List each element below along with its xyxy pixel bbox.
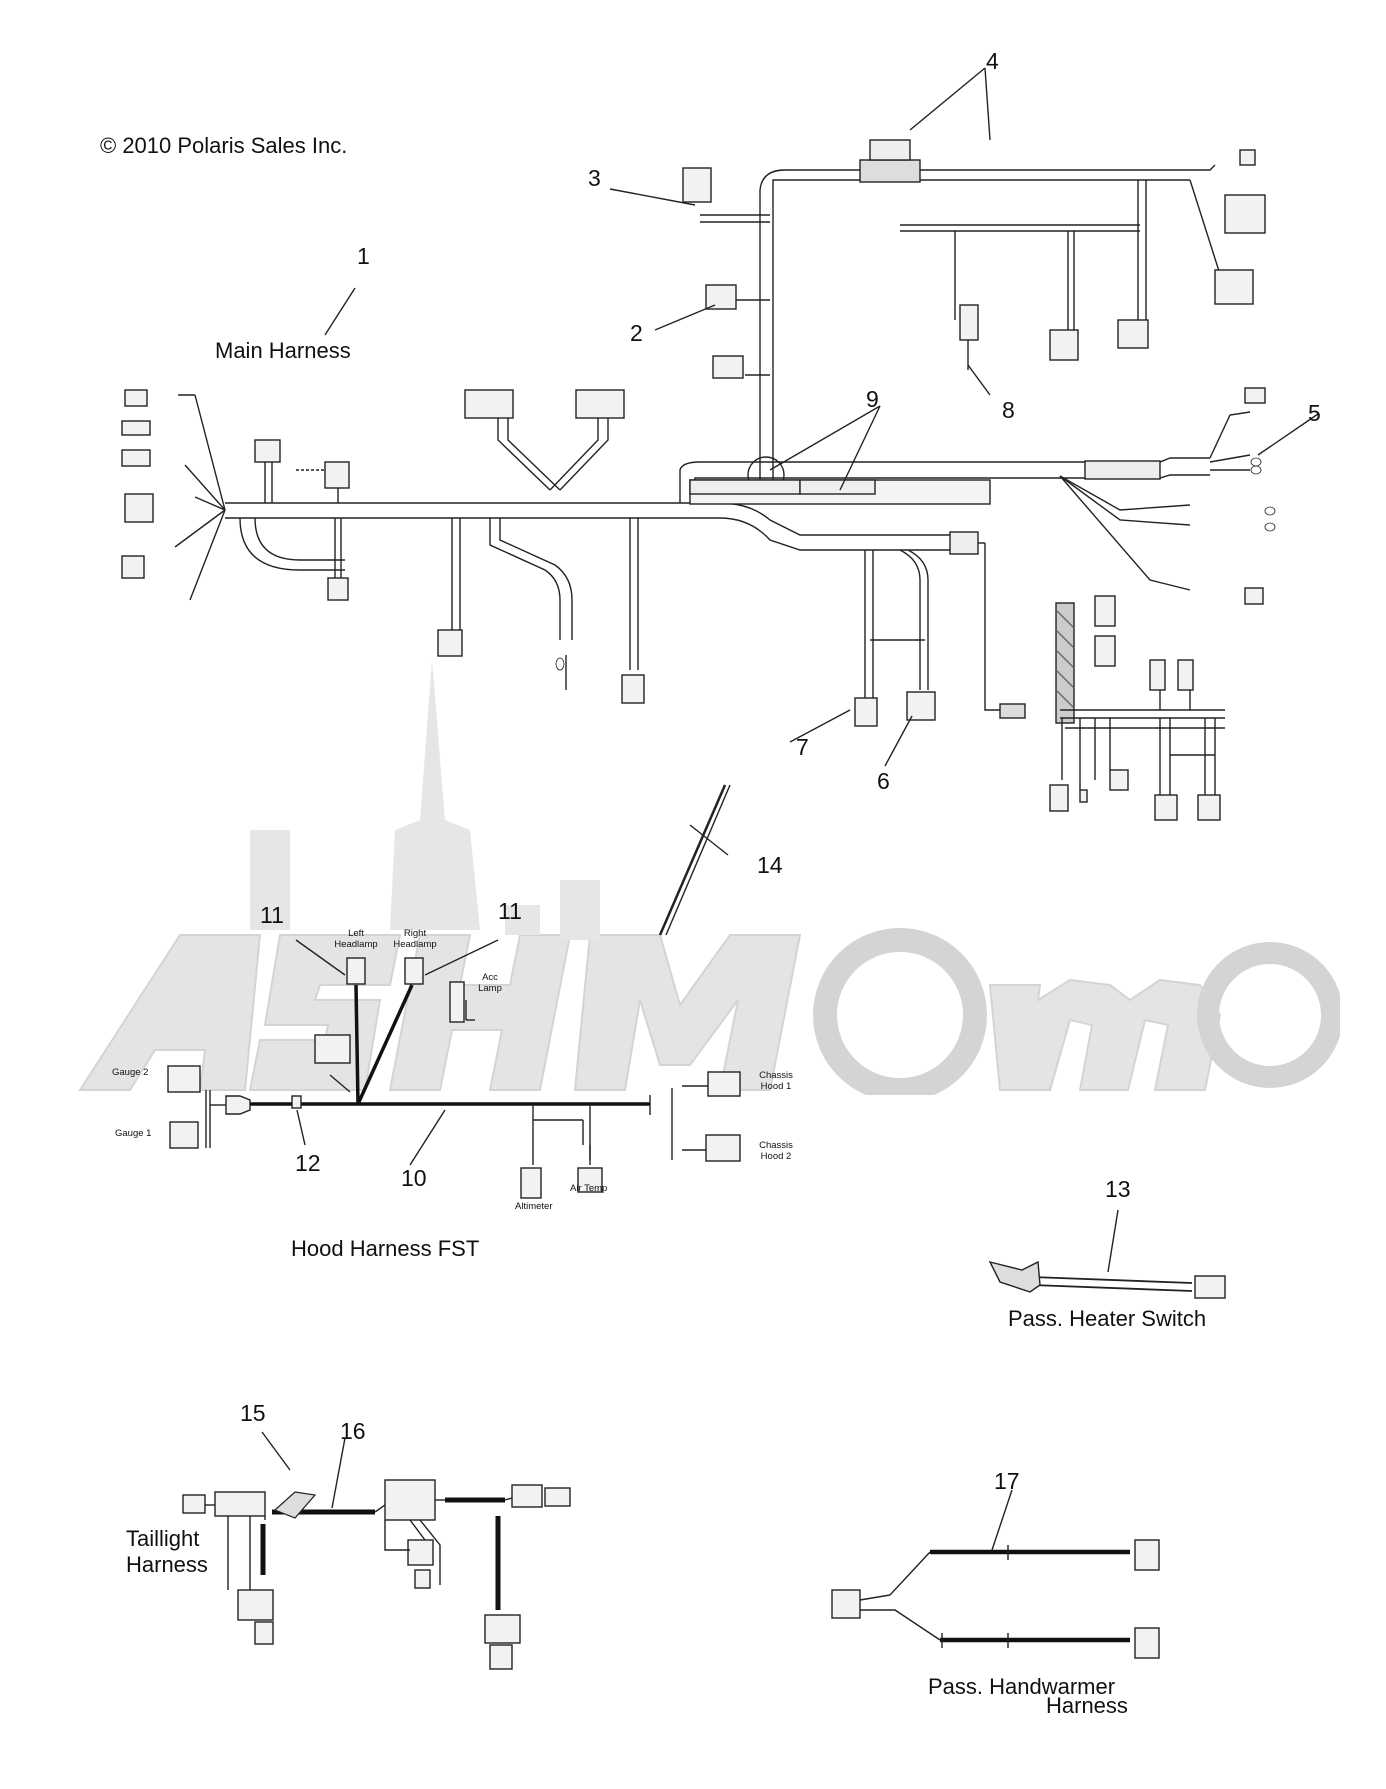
handwarmer-title-line2: Harness [1046, 1693, 1128, 1718]
main-harness-title: Main Harness [215, 338, 351, 363]
callout-5: 5 [1308, 400, 1321, 426]
taillight-title-line1: Taillight [126, 1526, 200, 1551]
watermark-logo [78, 928, 1340, 1095]
callout-8: 8 [1002, 397, 1015, 423]
callout-9: 9 [866, 386, 879, 412]
callout-3: 3 [588, 165, 601, 191]
taillight-title-line2: Harness [126, 1552, 208, 1577]
callout-1: 1 [357, 243, 370, 269]
hood-harness-title: Hood Harness FST [291, 1236, 480, 1261]
callout-10: 10 [401, 1165, 427, 1191]
callout-6: 6 [877, 768, 890, 794]
callout-7: 7 [796, 734, 809, 760]
air-temp-label: Air Temp [570, 1183, 608, 1194]
callout-2: 2 [630, 320, 643, 346]
altimeter-label: Altimeter [515, 1201, 553, 1212]
callout-14: 14 [757, 852, 783, 878]
gauge-2-label: Gauge 2 [112, 1067, 149, 1078]
callout-15: 15 [240, 1400, 266, 1426]
callout-12: 12 [295, 1150, 321, 1176]
copyright-text: © 2010 Polaris Sales Inc. [100, 133, 348, 158]
handwarmer-title-line1: Pass. Handwarmer [928, 1674, 1116, 1699]
callout-11-left: 11 [260, 902, 284, 928]
heater-switch-title: Pass. Heater Switch [1008, 1306, 1207, 1331]
callout-4: 4 [986, 48, 999, 74]
callout-11-right: 11 [498, 898, 522, 924]
callout-16: 16 [340, 1418, 366, 1444]
callout-17: 17 [994, 1468, 1020, 1494]
gauge-1-label: Gauge 1 [115, 1128, 152, 1139]
callout-13: 13 [1105, 1176, 1131, 1202]
